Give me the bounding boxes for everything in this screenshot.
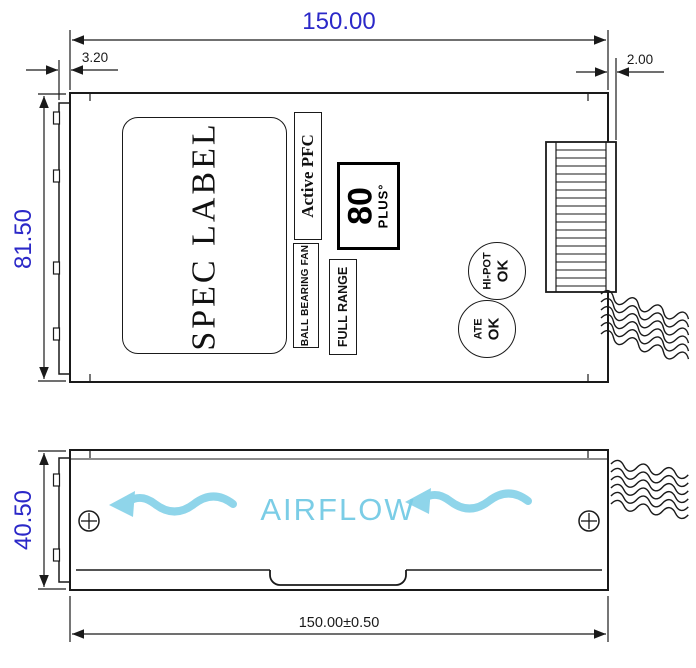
ball-bearing-fan-badge: BALL BEARING FAN	[293, 243, 319, 348]
dim-body-height-text: 81.50	[10, 208, 37, 270]
dimension-lines	[26, 30, 664, 642]
active-pfc-text: Active PFC	[298, 134, 317, 218]
spec-label-text: SPEC LABEL	[185, 120, 223, 351]
full-range-badge: FULL RANGE	[329, 259, 357, 355]
active-pfc-badge: Active PFC	[294, 112, 322, 240]
dim-left-offset: 3.20	[81, 50, 109, 65]
80plus-badge-text: 80 PLUS°	[341, 183, 391, 229]
airflow-arrow-left	[109, 491, 237, 517]
dim-top-width: 150.00	[302, 8, 376, 35]
hipot-ok-text: HI-POT OK	[482, 252, 512, 290]
handle-notch	[269, 570, 407, 586]
dim-right-offset: 2.00	[626, 52, 654, 67]
dim-side-height-text: 40.50	[10, 489, 37, 551]
ball-bearing-fan-text: BALL BEARING FAN	[300, 244, 312, 347]
80plus-badge: 80 PLUS°	[337, 162, 400, 250]
screw-left-icon	[78, 510, 100, 532]
dim-bottom-width: 150.00±0.50	[298, 615, 380, 631]
80plus-number: 80	[341, 187, 380, 225]
dim-body-height: 81.50	[1, 196, 47, 282]
full-range-text: FULL RANGE	[336, 266, 351, 348]
ate-ok-stamp: ATE OK	[458, 300, 516, 358]
airflow-label: AIRFLOW	[260, 492, 416, 527]
airflow-arrow-right	[405, 488, 532, 514]
80plus-plus: PLUS°	[375, 183, 391, 229]
screw-right-icon	[578, 510, 600, 532]
connector-grille	[545, 141, 617, 293]
dim-side-height: 40.50	[1, 477, 47, 563]
side-view-outline	[52, 449, 609, 591]
hipot-ok-stamp: HI-POT OK	[468, 242, 526, 300]
spec-label-box: SPEC LABEL	[122, 117, 287, 354]
wire-bundle-top	[600, 289, 690, 360]
wire-bundle-side	[610, 459, 689, 520]
ate-ok-text: ATE OK	[472, 317, 502, 341]
